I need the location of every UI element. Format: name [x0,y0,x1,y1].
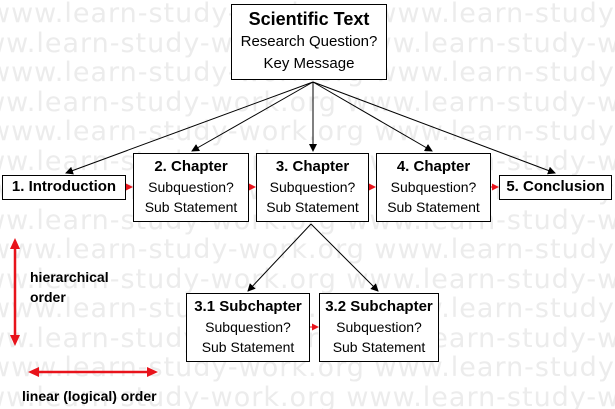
chapter4-statement: Sub Statement [387,199,480,215]
chapter2-subquestion: Subquestion? [148,179,234,195]
conclusion-title: 5. Conclusion [506,178,605,195]
link-root-ch2 [191,81,314,152]
box-chapter-3: 3. Chapter Subquestion? Sub Statement [256,153,369,222]
link-root-concl [312,81,556,175]
watermark-line: www.learn-study-work.org www.learn-study… [0,234,615,265]
link-ch3-sub32 [310,223,379,292]
chapter3-title: 3. Chapter [275,158,350,175]
sub32-statement: Sub Statement [332,339,426,355]
chapter2-statement: Sub Statement [144,199,238,215]
chapter3-statement: Sub Statement [266,199,359,215]
box-chapter-2: 2. Chapter Subquestion? Sub Statement [133,153,249,222]
sub31-subquestion: Subquestion? [205,319,291,335]
sub31-statement: Sub Statement [201,339,295,355]
root-line-question: Research Question? [240,33,378,51]
chapter2-title: 2. Chapter [154,158,228,175]
chapter3-subquestion: Subquestion? [269,179,356,195]
watermark-line: www.learn-study-work.org www.learn-study… [0,116,615,147]
box-subchapter-3-2: 3.2 Subchapter Subquestion? Sub Statemen… [319,293,439,362]
link-root-ch4 [312,81,433,152]
box-introduction: 1. Introduction [2,175,126,200]
legend-hierarchical-line2: order [30,289,66,305]
link-root-intro [65,81,314,175]
link-ch3-sub31 [247,223,312,292]
watermark-line: www.learn-study-work.org www.learn-study… [0,381,615,409]
watermark-line: www.learn-study-work.org www.learn-study… [0,86,615,118]
box-chapter-4: 4. Chapter Subquestion? Sub Statement [376,153,491,222]
legend-linear: linear (logical) order [22,388,157,404]
sub31-title: 3.1 Subchapter [194,298,302,315]
box-conclusion: 5. Conclusion [499,175,612,200]
sub32-title: 3.2 Subchapter [325,298,433,315]
watermark-line: www.learn-study-work.org www.learn-study… [0,263,615,295]
root-title: Scientific Text [248,9,370,29]
legend-hierarchical-line1: hierarchical [30,269,109,285]
sub32-subquestion: Subquestion? [336,319,422,335]
root-line-message: Key Message [263,55,355,73]
chapter4-subquestion: Subquestion? [390,179,477,195]
intro-title: 1. Introduction [11,178,117,195]
box-subchapter-3-1: 3.1 Subchapter Subquestion? Sub Statemen… [186,293,310,362]
legend-hierarchical: hierarchical order [30,267,109,307]
root-box-scientific-text: Scientific Text Research Question? Key M… [231,4,387,80]
chapter4-title: 4. Chapter [396,158,471,175]
